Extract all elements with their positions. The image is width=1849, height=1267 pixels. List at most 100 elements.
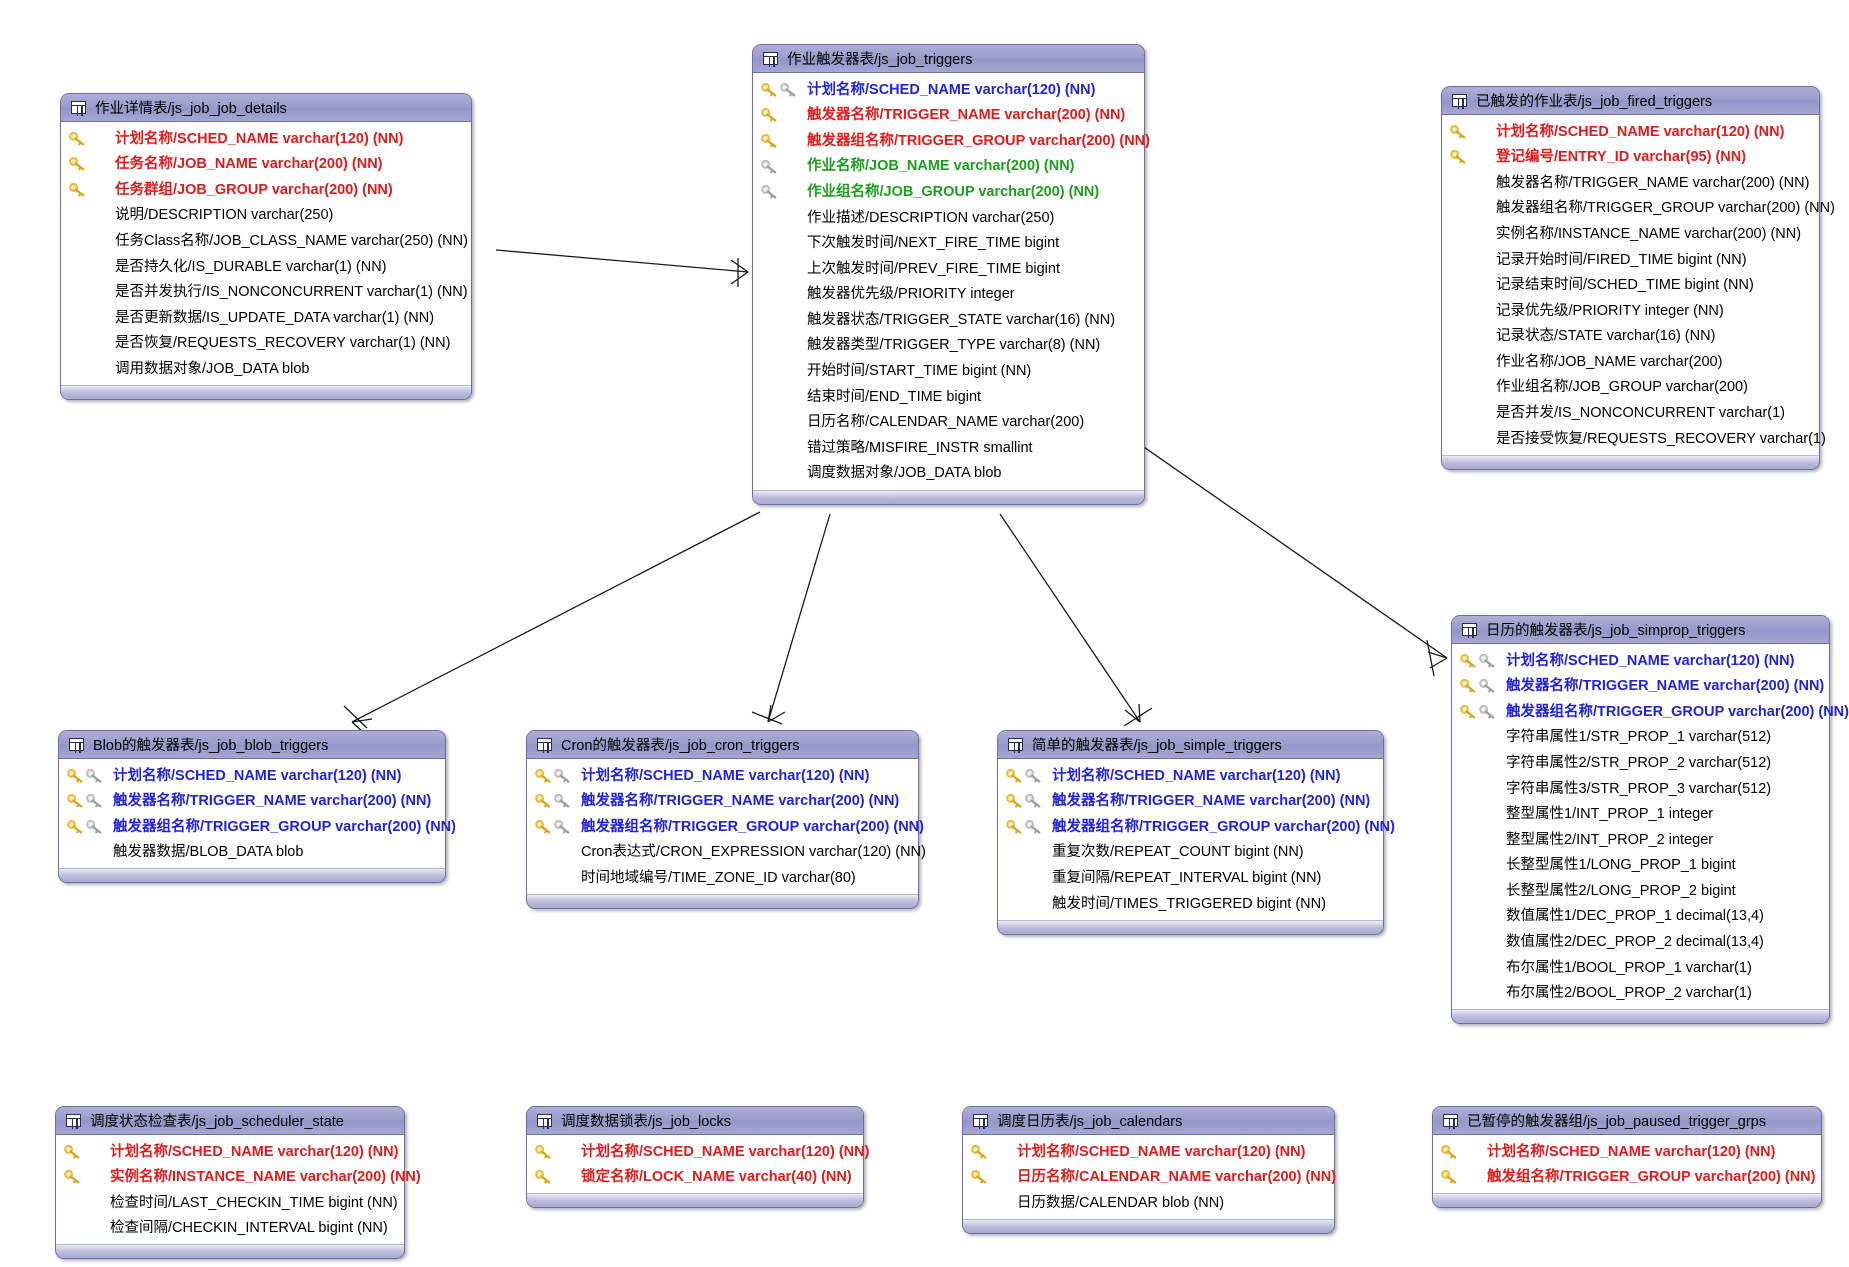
column-row[interactable]: 触发器组名称/TRIGGER_GROUP varchar(200) (NN): [753, 128, 1150, 154]
column-row[interactable]: 任务名称/JOB_NAME varchar(200) (NN): [61, 152, 471, 178]
column-row[interactable]: 上次触发时间/PREV_FIRE_TIME bigint: [753, 256, 1144, 282]
entity-blob_triggers[interactable]: Blob的触发器表/js_job_blob_triggers 计划名称/SCHED…: [58, 730, 456, 884]
column-row[interactable]: 触发器名称/TRIGGER_NAME varchar(200) (NN): [1442, 170, 1819, 196]
entity-header-paused_trigger_grps[interactable]: 已暂停的触发器组/js_job_paused_trigger_grps: [1433, 1107, 1821, 1135]
column-row[interactable]: 触发器名称/TRIGGER_NAME varchar(200) (NN): [1452, 674, 1829, 700]
entity-fired_triggers[interactable]: 已触发的作业表/js_job_fired_triggers 计划名称/SCHED_…: [1441, 86, 1835, 470]
column-row[interactable]: 重复间隔/REPEAT_INTERVAL bigint (NN): [998, 865, 1383, 891]
column-row[interactable]: 是否接受恢复/REQUESTS_RECOVERY varchar(1): [1442, 426, 1826, 452]
column-row[interactable]: 触发器组名称/TRIGGER_GROUP varchar(200) (NN): [59, 814, 456, 840]
entity-header-locks[interactable]: 调度数据锁表/js_job_locks: [527, 1107, 863, 1135]
column-row[interactable]: 触发器名称/TRIGGER_NAME varchar(200) (NN): [59, 789, 445, 815]
column-row[interactable]: 是否并发/IS_NONCONCURRENT varchar(1): [1442, 401, 1819, 427]
column-row[interactable]: 是否更新数据/IS_UPDATE_DATA varchar(1) (NN): [61, 305, 471, 331]
column-row[interactable]: 作业名称/JOB_NAME varchar(200) (NN): [753, 154, 1144, 180]
column-row[interactable]: 记录开始时间/FIRED_TIME bigint (NN): [1442, 247, 1819, 273]
column-row[interactable]: 计划名称/SCHED_NAME varchar(120) (NN): [753, 77, 1144, 103]
column-row[interactable]: 开始时间/START_TIME bigint (NN): [753, 359, 1144, 385]
column-row[interactable]: 字符串属性1/STR_PROP_1 varchar(512): [1452, 725, 1829, 751]
column-row[interactable]: 字符串属性2/STR_PROP_2 varchar(512): [1452, 750, 1829, 776]
column-row[interactable]: 触发器组名称/TRIGGER_GROUP varchar(200) (NN): [998, 814, 1395, 840]
column-row[interactable]: 触发器组名称/TRIGGER_GROUP varchar(200) (NN): [527, 814, 924, 840]
column-row[interactable]: 触发器优先级/PRIORITY integer: [753, 282, 1144, 308]
column-row[interactable]: 登记编号/ENTRY_ID varchar(95) (NN): [1442, 145, 1819, 171]
entity-job_details[interactable]: 作业详情表/js_job_job_details 计划名称/SCHED_NAME …: [60, 93, 472, 400]
column-row[interactable]: 检查时间/LAST_CHECKIN_TIME bigint (NN): [56, 1190, 404, 1216]
column-row[interactable]: 作业组名称/JOB_GROUP varchar(200) (NN): [753, 179, 1144, 205]
column-row[interactable]: 下次触发时间/NEXT_FIRE_TIME bigint: [753, 231, 1144, 257]
column-row[interactable]: 锁定名称/LOCK_NAME varchar(40) (NN): [527, 1165, 863, 1191]
column-row[interactable]: 计划名称/SCHED_NAME varchar(120) (NN): [527, 1139, 869, 1165]
column-row[interactable]: 触发时间/TIMES_TRIGGERED bigint (NN): [998, 891, 1383, 917]
column-row[interactable]: 任务群组/JOB_GROUP varchar(200) (NN): [61, 177, 471, 203]
column-row[interactable]: 是否持久化/IS_DURABLE varchar(1) (NN): [61, 254, 471, 280]
column-row[interactable]: 触发组名称/TRIGGER_GROUP varchar(200) (NN): [1433, 1165, 1821, 1191]
column-row[interactable]: 计划名称/SCHED_NAME varchar(120) (NN): [963, 1139, 1334, 1165]
column-row[interactable]: 触发器名称/TRIGGER_NAME varchar(200) (NN): [753, 103, 1144, 129]
entity-header-simple_triggers[interactable]: 简单的触发器表/js_job_simple_triggers: [998, 731, 1383, 759]
column-row[interactable]: 字符串属性3/STR_PROP_3 varchar(512): [1452, 776, 1829, 802]
column-row[interactable]: 实例名称/INSTANCE_NAME varchar(200) (NN): [56, 1165, 421, 1191]
entity-simple_triggers[interactable]: 简单的触发器表/js_job_simple_triggers 计划名称/SCHED…: [997, 730, 1395, 935]
column-row[interactable]: 触发器状态/TRIGGER_STATE varchar(16) (NN): [753, 307, 1144, 333]
column-row[interactable]: Cron表达式/CRON_EXPRESSION varchar(120) (NN…: [527, 840, 926, 866]
entity-job_triggers[interactable]: 作业触发器表/js_job_triggers 计划名称/SCHED_NAME va…: [752, 44, 1150, 505]
entity-header-simprop_triggers[interactable]: 日历的触发器表/js_job_simprop_triggers: [1452, 616, 1829, 644]
column-row[interactable]: 任务Class名称/JOB_CLASS_NAME varchar(250) (N…: [61, 228, 471, 254]
column-row[interactable]: 调用数据对象/JOB_DATA blob: [61, 356, 471, 382]
column-row[interactable]: 整型属性2/INT_PROP_2 integer: [1452, 827, 1829, 853]
column-row[interactable]: 计划名称/SCHED_NAME varchar(120) (NN): [1442, 119, 1819, 145]
column-row[interactable]: 调度数据对象/JOB_DATA blob: [753, 461, 1144, 487]
column-row[interactable]: 记录优先级/PRIORITY integer (NN): [1442, 298, 1819, 324]
entity-header-job_details[interactable]: 作业详情表/js_job_job_details: [61, 94, 471, 122]
column-row[interactable]: 数值属性1/DEC_PROP_1 decimal(13,4): [1452, 904, 1829, 930]
entity-paused_trigger_grps[interactable]: 已暂停的触发器组/js_job_paused_trigger_grps 计划名称/…: [1432, 1106, 1822, 1209]
column-row[interactable]: 长整型属性2/LONG_PROP_2 bigint: [1452, 878, 1829, 904]
column-row[interactable]: 时间地域编号/TIME_ZONE_ID varchar(80): [527, 865, 918, 891]
entity-locks[interactable]: 调度数据锁表/js_job_locks 计划名称/SCHED_NAME varch…: [526, 1106, 869, 1209]
entity-header-calendars[interactable]: 调度日历表/js_job_calendars: [963, 1107, 1334, 1135]
entity-simprop_triggers[interactable]: 日历的触发器表/js_job_simprop_triggers 计划名称/SCHE…: [1451, 615, 1849, 1025]
column-row[interactable]: 触发器组名称/TRIGGER_GROUP varchar(200) (NN): [1452, 699, 1849, 725]
column-row[interactable]: 数值属性2/DEC_PROP_2 decimal(13,4): [1452, 930, 1829, 956]
column-row[interactable]: 计划名称/SCHED_NAME varchar(120) (NN): [56, 1139, 404, 1165]
entity-header-cron_triggers[interactable]: Cron的触发器表/js_job_cron_triggers: [527, 731, 918, 759]
column-row[interactable]: 日历名称/CALENDAR_NAME varchar(200) (NN): [963, 1165, 1336, 1191]
entity-cron_triggers[interactable]: Cron的触发器表/js_job_cron_triggers 计划名称/SCHED…: [526, 730, 926, 909]
column-row[interactable]: 长整型属性1/LONG_PROP_1 bigint: [1452, 853, 1829, 879]
entity-header-fired_triggers[interactable]: 已触发的作业表/js_job_fired_triggers: [1442, 87, 1819, 115]
column-row[interactable]: 整型属性1/INT_PROP_1 integer: [1452, 802, 1829, 828]
column-row[interactable]: 触发器组名称/TRIGGER_GROUP varchar(200) (NN): [1442, 196, 1835, 222]
column-row[interactable]: 触发器名称/TRIGGER_NAME varchar(200) (NN): [527, 789, 918, 815]
column-row[interactable]: 布尔属性1/BOOL_PROP_1 varchar(1): [1452, 955, 1829, 981]
column-row[interactable]: 错过策略/MISFIRE_INSTR smallint: [753, 435, 1144, 461]
column-row[interactable]: 计划名称/SCHED_NAME varchar(120) (NN): [1433, 1139, 1821, 1165]
column-row[interactable]: 计划名称/SCHED_NAME varchar(120) (NN): [1452, 648, 1829, 674]
column-row[interactable]: 重复次数/REPEAT_COUNT bigint (NN): [998, 840, 1383, 866]
entity-calendars[interactable]: 调度日历表/js_job_calendars 计划名称/SCHED_NAME va…: [962, 1106, 1336, 1234]
column-row[interactable]: 检查间隔/CHECKIN_INTERVAL bigint (NN): [56, 1216, 404, 1242]
entity-header-blob_triggers[interactable]: Blob的触发器表/js_job_blob_triggers: [59, 731, 445, 759]
column-row[interactable]: 触发器类型/TRIGGER_TYPE varchar(8) (NN): [753, 333, 1144, 359]
column-row[interactable]: 计划名称/SCHED_NAME varchar(120) (NN): [527, 763, 918, 789]
column-row[interactable]: 作业组名称/JOB_GROUP varchar(200): [1442, 375, 1819, 401]
column-row[interactable]: 记录状态/STATE varchar(16) (NN): [1442, 324, 1819, 350]
column-row[interactable]: 作业描述/DESCRIPTION varchar(250): [753, 205, 1144, 231]
column-row[interactable]: 日历名称/CALENDAR_NAME varchar(200): [753, 410, 1144, 436]
column-row[interactable]: 实例名称/INSTANCE_NAME varchar(200) (NN): [1442, 221, 1819, 247]
column-row[interactable]: 触发器数据/BLOB_DATA blob: [59, 840, 445, 866]
column-row[interactable]: 计划名称/SCHED_NAME varchar(120) (NN): [998, 763, 1383, 789]
column-row[interactable]: 计划名称/SCHED_NAME varchar(120) (NN): [59, 763, 445, 789]
column-row[interactable]: 触发器名称/TRIGGER_NAME varchar(200) (NN): [998, 789, 1383, 815]
column-row[interactable]: 记录结束时间/SCHED_TIME bigint (NN): [1442, 273, 1819, 299]
column-row[interactable]: 计划名称/SCHED_NAME varchar(120) (NN): [61, 126, 471, 152]
column-row[interactable]: 日历数据/CALENDAR blob (NN): [963, 1190, 1334, 1216]
entity-header-job_triggers[interactable]: 作业触发器表/js_job_triggers: [753, 45, 1144, 73]
column-row[interactable]: 结束时间/END_TIME bigint: [753, 384, 1144, 410]
column-row[interactable]: 布尔属性2/BOOL_PROP_2 varchar(1): [1452, 981, 1829, 1007]
column-row[interactable]: 是否恢复/REQUESTS_RECOVERY varchar(1) (NN): [61, 331, 471, 357]
column-row[interactable]: 作业名称/JOB_NAME varchar(200): [1442, 349, 1819, 375]
entity-header-scheduler_state[interactable]: 调度状态检查表/js_job_scheduler_state: [56, 1107, 404, 1135]
entity-scheduler_state[interactable]: 调度状态检查表/js_job_scheduler_state 计划名称/SCHED…: [55, 1106, 421, 1260]
column-row[interactable]: 是否并发执行/IS_NONCONCURRENT varchar(1) (NN): [61, 280, 471, 306]
